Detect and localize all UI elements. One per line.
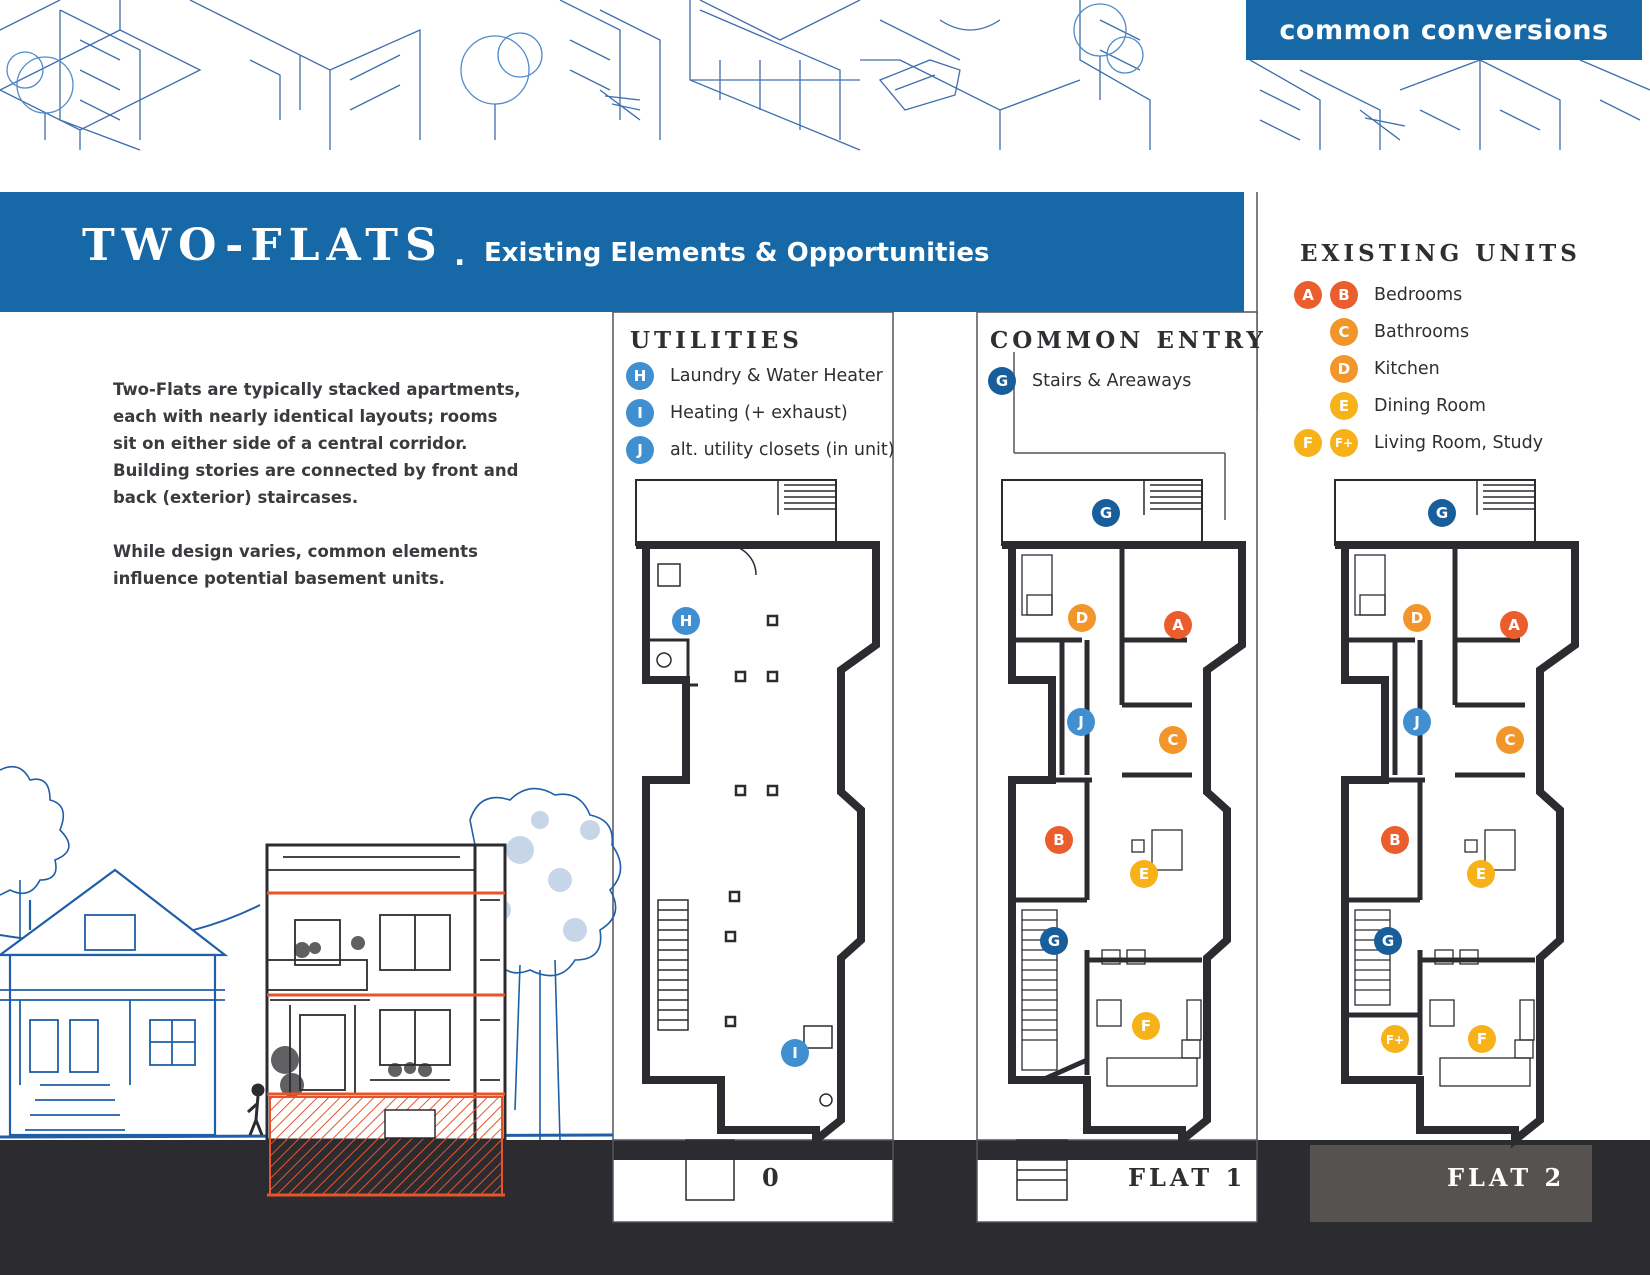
ground-band xyxy=(0,1139,1650,1275)
existing-units-heading: EXISTING UNITS xyxy=(1300,240,1581,267)
flat-2-label: FLAT 2 xyxy=(1447,1163,1566,1192)
legend-key-g: G xyxy=(988,366,1016,395)
common-entry-heading: COMMON ENTRY xyxy=(990,327,1267,354)
legend-key-d: D xyxy=(1330,354,1358,383)
svg-text:E: E xyxy=(1139,865,1149,883)
legend-item-j: J alt. utility closets (in unit) xyxy=(626,431,895,468)
intro-paragraph-1: Two-Flats are typically stacked apartmen… xyxy=(113,380,521,507)
utilities-heading: UTILITIES xyxy=(630,327,803,354)
svg-text:C: C xyxy=(1504,731,1515,749)
legend-item-i: I Heating (+ exhaust) xyxy=(626,394,895,431)
legend-item-h: H Laundry & Water Heater xyxy=(626,357,895,394)
legend-key-h: H xyxy=(626,361,654,390)
utilities-legend: H Laundry & Water Heater I Heating (+ ex… xyxy=(626,357,895,468)
legend-item-g: G Stairs & Areaways xyxy=(988,362,1191,399)
svg-text:D: D xyxy=(1076,609,1088,627)
legend-label-kitchen: Kitchen xyxy=(1374,358,1440,379)
svg-text:D: D xyxy=(1411,609,1423,627)
legend-key-a: A xyxy=(1294,280,1322,309)
legend-key-f-plus: F+ xyxy=(1330,428,1358,457)
svg-text:F+: F+ xyxy=(1386,1033,1404,1047)
basement-label: 0 xyxy=(762,1163,783,1192)
legend-label-h: Laundry & Water Heater xyxy=(670,365,883,386)
legend-key-c: C xyxy=(1330,317,1358,346)
intro-text: Two-Flats are typically stacked apartmen… xyxy=(113,376,523,619)
legend-label-dining: Dining Room xyxy=(1374,395,1486,416)
flat-1-label: FLAT 1 xyxy=(1128,1163,1247,1192)
legend-key-j: J xyxy=(626,435,654,464)
title-separator: . xyxy=(454,238,466,273)
svg-text:G: G xyxy=(1100,504,1112,522)
page-subtitle: Existing Elements & Opportunities xyxy=(484,238,990,268)
legend-item-living: F F+ Living Room, Study xyxy=(1294,424,1543,461)
street-section-illustration xyxy=(0,765,622,1197)
legend-key-i: I xyxy=(626,398,654,427)
legend-label-j: alt. utility closets (in unit) xyxy=(670,439,895,460)
legend-label-g: Stairs & Areaways xyxy=(1032,370,1192,391)
legend-label-bathrooms: Bathrooms xyxy=(1374,321,1470,342)
legend-item-kitchen: D Kitchen xyxy=(1294,350,1543,387)
svg-text:B: B xyxy=(1053,831,1064,849)
legend-label-bedrooms: Bedrooms xyxy=(1374,284,1463,305)
legend-key-f: F xyxy=(1294,428,1322,457)
legend-label-i: Heating (+ exhaust) xyxy=(670,402,848,423)
legend-item-bathrooms: C Bathrooms xyxy=(1294,313,1543,350)
svg-text:A: A xyxy=(1172,616,1184,634)
page-title: TWO-FLATS xyxy=(82,220,444,271)
svg-text:E: E xyxy=(1476,865,1486,883)
existing-units-legend: A B Bedrooms C Bathrooms D Kitchen E Din… xyxy=(1294,276,1543,461)
svg-text:B: B xyxy=(1389,831,1400,849)
svg-text:C: C xyxy=(1167,731,1178,749)
floor-plan-basement xyxy=(635,479,880,1201)
svg-text:G: G xyxy=(1436,504,1448,522)
svg-text:A: A xyxy=(1508,616,1520,634)
svg-text:J: J xyxy=(1077,713,1084,731)
svg-text:G: G xyxy=(1048,932,1060,950)
legend-key-e: E xyxy=(1330,391,1358,420)
isometric-city-illustration xyxy=(0,0,1650,151)
plan-markers: H I J J G G G G A B A B D C D C E F E F F+ xyxy=(672,499,1528,1067)
legend-label-living: Living Room, Study xyxy=(1374,432,1544,453)
legend-item-dining: E Dining Room xyxy=(1294,387,1543,424)
legend-item-bedrooms: A B Bedrooms xyxy=(1294,276,1543,313)
floor-plan-flat-2 xyxy=(1334,479,1579,1149)
svg-text:F: F xyxy=(1141,1017,1151,1035)
svg-text:J: J xyxy=(1413,713,1420,731)
section-tag: common conversions xyxy=(1246,0,1642,60)
svg-text:H: H xyxy=(680,612,693,630)
common-entry-legend: G Stairs & Areaways xyxy=(988,362,1191,399)
title-banner xyxy=(0,192,1244,312)
legend-key-b: B xyxy=(1330,280,1358,309)
intro-paragraph-2: While design varies, common elements inf… xyxy=(113,542,478,588)
svg-text:G: G xyxy=(1382,932,1394,950)
floor-plan-flat-1 xyxy=(1001,479,1246,1201)
svg-text:F: F xyxy=(1477,1030,1487,1048)
svg-text:I: I xyxy=(792,1044,798,1062)
